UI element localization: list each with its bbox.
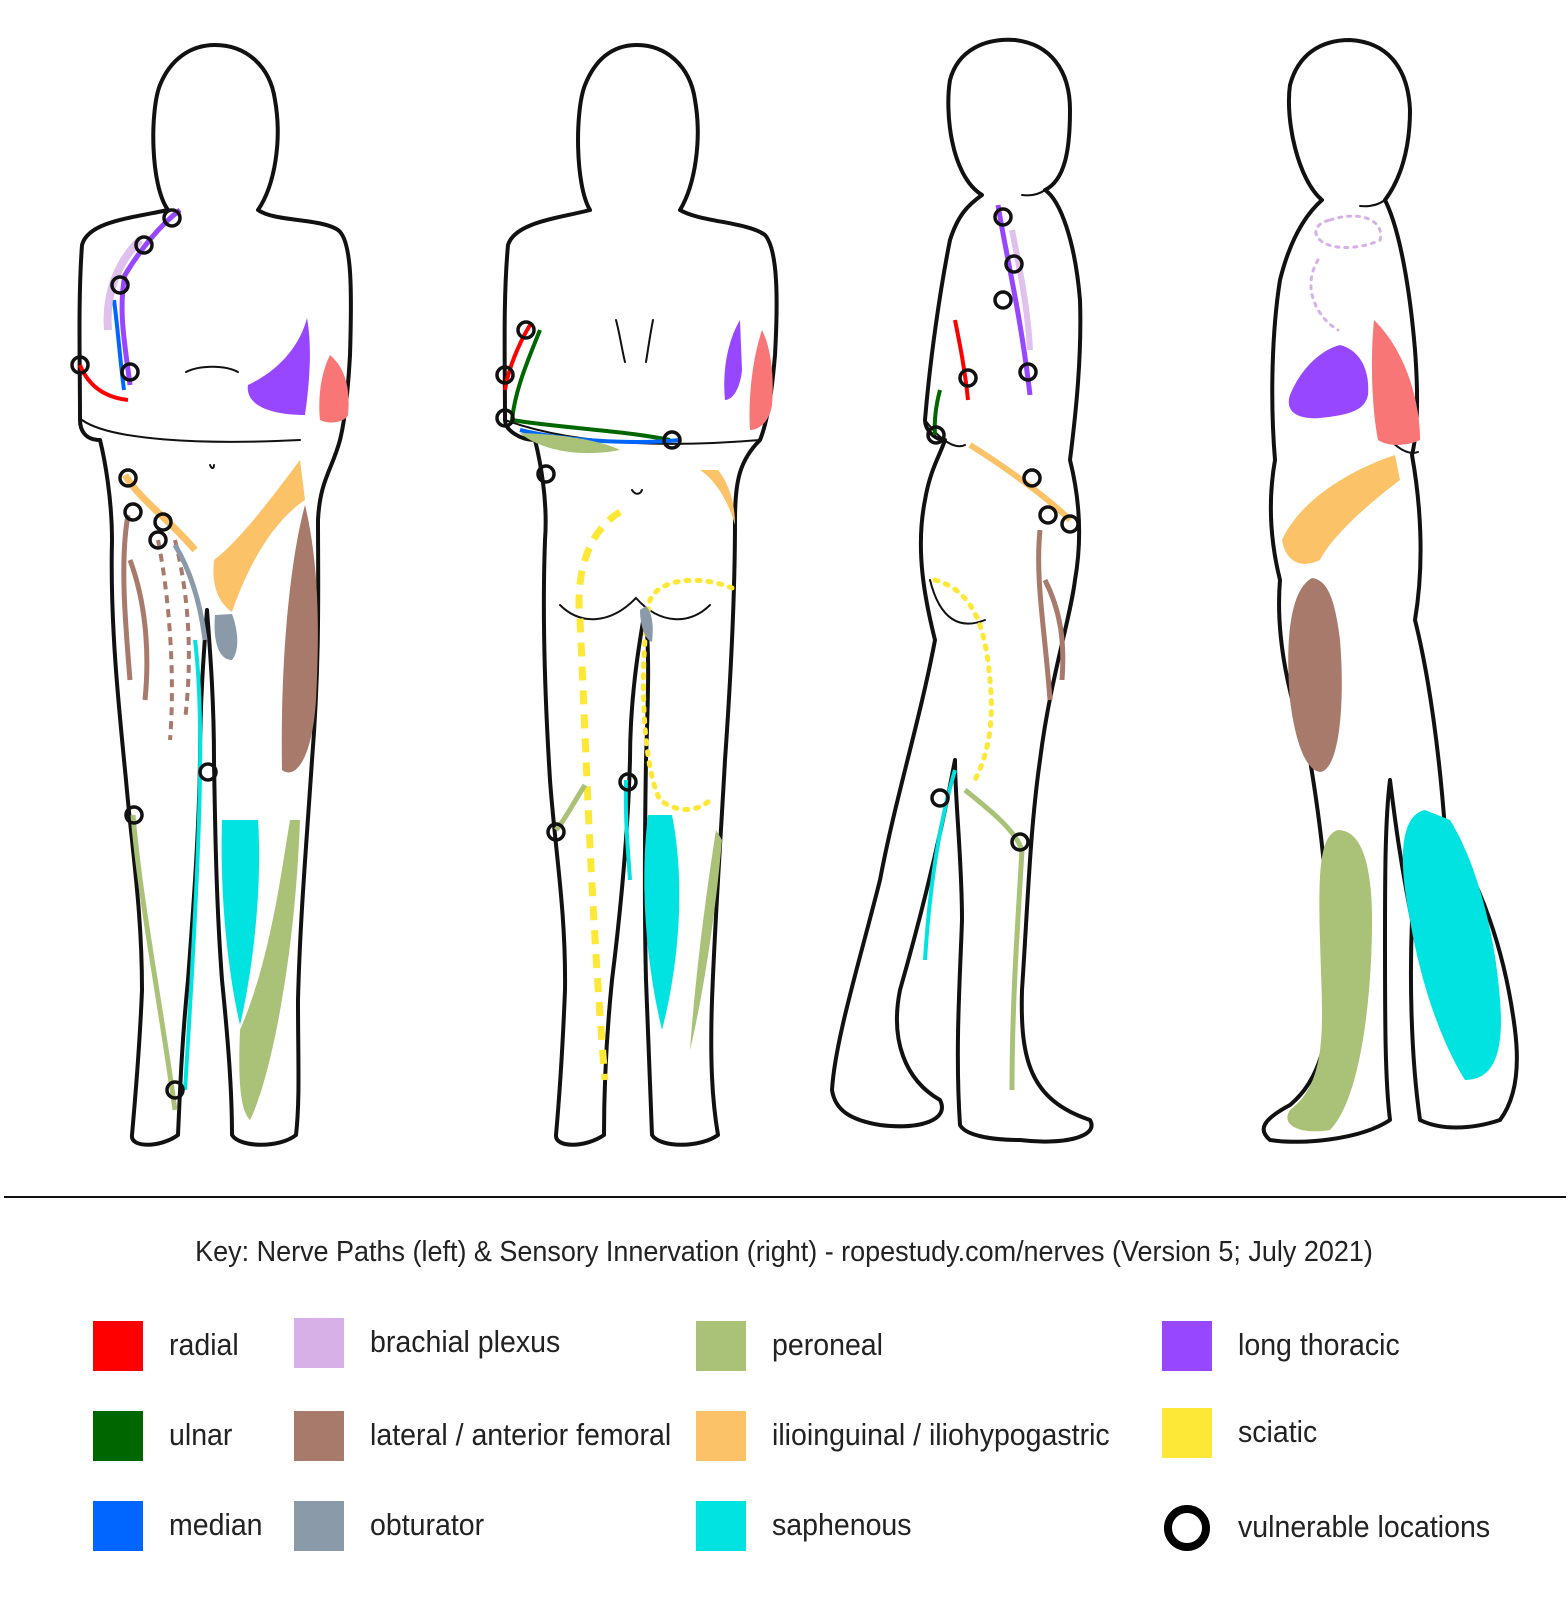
side-femoral-path	[1036, 529, 1066, 701]
legend-label: vulnerable locations	[1238, 1509, 1491, 1544]
front-radial-area	[319, 355, 349, 423]
back-sciatic-dots	[640, 577, 735, 812]
legend-label: peroneal	[772, 1327, 884, 1362]
back-saphenous-area	[644, 815, 680, 1030]
front-peroneal-area	[239, 820, 300, 1120]
divider-line	[4, 1196, 1566, 1198]
back-ulnar-area	[520, 433, 620, 454]
side-saphenous-path	[923, 769, 957, 961]
femoral-swatch	[294, 1411, 344, 1461]
front-saphenous-path	[183, 639, 203, 1091]
front-long-thoracic-area	[247, 318, 310, 415]
side-right-femoral-area	[1288, 578, 1342, 772]
side-ulnar-path	[932, 389, 942, 436]
front-long-thoracic-path	[119, 208, 182, 386]
body-diagrams: .body { fill: #fff; stroke: #111; stroke…	[70, 37, 1519, 1147]
front-peroneal-path	[130, 814, 178, 1111]
back-radial-area	[749, 330, 773, 430]
back-peroneal-area	[690, 830, 722, 1050]
obturator-swatch	[294, 1501, 344, 1551]
radial-swatch	[93, 1321, 143, 1371]
figure-side-left	[830, 37, 1094, 1144]
legend-label: radial	[169, 1327, 239, 1362]
legend-label: median	[169, 1507, 263, 1542]
key-title: Key: Nerve Paths (left) & Sensory Innerv…	[195, 1236, 1373, 1268]
ring-icon	[1164, 1505, 1210, 1551]
side-radial-path	[953, 319, 970, 401]
side-right-saphenous-area	[1402, 810, 1501, 1080]
side-right-ilio-area	[1282, 455, 1400, 564]
peroneal-swatch	[696, 1321, 746, 1371]
front-obturator-area	[214, 614, 238, 660]
side-right-long-thoracic-area	[1288, 345, 1369, 419]
back-ilio-area	[700, 470, 735, 525]
back-sciatic-dash	[575, 509, 622, 1081]
front-femoral-area	[281, 505, 318, 773]
figure-side-right	[1261, 38, 1519, 1144]
back-saphenous-path	[623, 779, 632, 881]
front-femoral-dash	[156, 539, 191, 741]
side-right-brachial-dots	[1309, 214, 1383, 332]
back-peroneal-path	[554, 783, 588, 832]
ilio-swatch	[696, 1411, 746, 1461]
ulnar-swatch	[93, 1411, 143, 1461]
front-femoral-path	[121, 514, 150, 701]
legend-label: brachial plexus	[370, 1324, 561, 1359]
side-peroneal-path	[963, 788, 1025, 1091]
legend-label: obturator	[370, 1507, 485, 1542]
legend-label: long thoracic	[1238, 1327, 1400, 1362]
legend-label: ulnar	[169, 1417, 233, 1452]
brachial-plexus-swatch	[294, 1318, 344, 1368]
front-obturator-path	[172, 543, 208, 641]
front-vulnerable-rings	[70, 208, 218, 1100]
figure-front	[70, 43, 353, 1147]
front-saphenous-area	[221, 820, 260, 1025]
legend-label: ilioinguinal / iliohypogastric	[772, 1417, 1110, 1452]
side-sciatic-dots	[932, 577, 994, 783]
back-obturator-area	[640, 606, 653, 642]
side-right-radial-area	[1371, 320, 1420, 445]
back-vulnerable-rings	[495, 320, 682, 842]
front-ilio-path	[121, 473, 198, 553]
back-median-path	[519, 428, 681, 444]
sciatic-swatch	[1162, 1408, 1212, 1458]
legend-label: lateral / anterior femoral	[370, 1417, 672, 1452]
back-long-thoracic-area	[724, 320, 742, 400]
legend-label: sciatic	[1238, 1414, 1318, 1449]
figure-back	[495, 43, 779, 1147]
side-vulnerable-rings	[926, 207, 1080, 852]
median-swatch	[93, 1501, 143, 1551]
front-median-path	[112, 299, 126, 391]
legend-label: saphenous	[772, 1507, 912, 1542]
long-thoracic-swatch	[1162, 1321, 1212, 1371]
front-ilio-area	[213, 460, 305, 612]
saphenous-swatch	[696, 1501, 746, 1551]
back-ulnar-path	[509, 329, 671, 442]
side-right-peroneal-area	[1287, 830, 1372, 1132]
side-brachial-path	[1009, 229, 1033, 351]
